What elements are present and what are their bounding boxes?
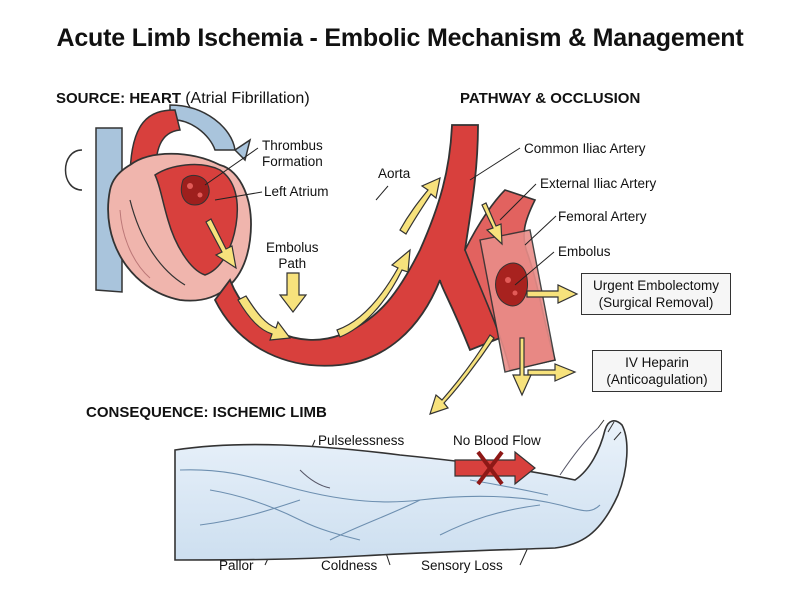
embolus-path-label: Embolus Path — [266, 240, 319, 272]
pallor-label: Pallor — [219, 558, 254, 573]
embolus-path-line2: Path — [278, 256, 307, 271]
page-title: Acute Limb Ischemia - Embolic Mechanism … — [56, 24, 744, 52]
flow-arrows — [205, 176, 579, 415]
embolus-icon — [495, 262, 529, 307]
coldness-label: Coldness — [321, 558, 378, 573]
left-atrium-label: Left Atrium — [264, 184, 329, 199]
pulmonary-artery-icon — [169, 104, 252, 162]
source-header: SOURCE: HEART (Atrial Fibrillation) — [56, 90, 310, 108]
embolus-path-line1: Embolus — [266, 240, 319, 255]
thrombus-label-line1: Thrombus — [262, 138, 323, 153]
thrombus-formation-label: Thrombus Formation — [262, 138, 323, 170]
source-header-sub: (Atrial Fibrillation) — [185, 90, 310, 107]
pathway-header: PATHWAY & OCCLUSION — [460, 90, 641, 107]
pulselessness-label: Pulselessness — [318, 433, 405, 448]
embolectomy-line2: (Surgical Removal) — [598, 295, 714, 310]
sensory-loss-label: Sensory Loss — [421, 558, 503, 573]
external-iliac-label: External Iliac Artery — [540, 176, 657, 191]
thrombus-icon — [180, 174, 210, 206]
heart-icon — [107, 152, 252, 302]
no-blood-flow-label: No Blood Flow — [453, 433, 541, 448]
heparin-line2: (Anticoagulation) — [606, 372, 708, 387]
leg-icon — [174, 419, 628, 561]
embolus-label: Embolus — [558, 244, 611, 259]
thrombus-label-line2: Formation — [262, 154, 323, 169]
embolectomy-line1: Urgent Embolectomy — [592, 278, 720, 293]
consequence-header: CONSEQUENCE: ISCHEMIC LIMB — [86, 404, 327, 421]
heparin-line1: IV Heparin — [625, 355, 689, 370]
heparin-box: IV Heparin (Anticoagulation) — [592, 350, 722, 392]
femoral-artery-label: Femoral Artery — [558, 209, 647, 224]
no-flow-icon — [454, 450, 536, 486]
source-header-main: SOURCE: HEART — [56, 90, 182, 107]
common-iliac-label: Common Iliac Artery — [524, 141, 646, 156]
embolectomy-box: Urgent Embolectomy (Surgical Removal) — [581, 273, 731, 315]
aorta-label: Aorta — [378, 166, 411, 181]
